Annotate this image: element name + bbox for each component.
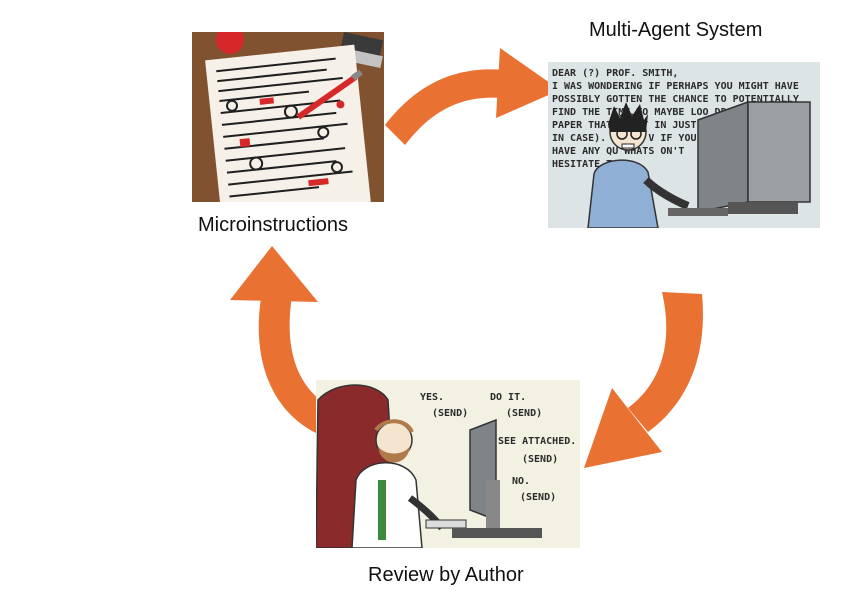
arrow-micro-to-mas	[385, 48, 560, 145]
computer-monitor	[452, 418, 542, 538]
review-by-author-image: YES. (SEND) DO IT. (SEND) SEE ATTACHED. …	[316, 380, 580, 548]
review-line-send-1: (SEND)	[432, 408, 468, 419]
multi-agent-system-label: Multi-Agent System	[589, 19, 763, 41]
review-line-no: NO.	[512, 476, 530, 487]
comic-line-1: DEAR (?) PROF. SMITH,	[552, 68, 678, 79]
worried-student-figure	[587, 102, 690, 228]
comic-line-2: I WAS WONDERING IF PERHAPS YOU MIGHT HAV…	[552, 81, 799, 92]
comic-line-4: FIND THE TIME TO MAYBE LOO DRAFT	[552, 107, 745, 118]
review-line-attached: SEE ATTACHED.	[498, 436, 576, 447]
computer-monitor	[668, 100, 811, 216]
review-line-doit: DO IT.	[490, 392, 526, 403]
comic-line-7: HAVE ANY QU WHATS ON'T	[552, 146, 684, 157]
comic-line-8: HESITATE TO	[552, 159, 618, 170]
arrow-review-to-micro	[230, 246, 332, 434]
comic-line-3: POSSIBLY GOTTEN THE CHANCE TO POTENTIALL…	[552, 94, 799, 105]
microinstructions-label: Microinstructions	[198, 214, 349, 236]
review-line-yes: YES.	[420, 392, 444, 403]
review-line-send-4: (SEND)	[520, 492, 556, 503]
review-line-send-3: (SEND)	[522, 454, 558, 465]
microinstructions-image	[192, 32, 384, 202]
multi-agent-system-image: DEAR (?) PROF. SMITH, I WAS WONDERING IF…	[548, 62, 820, 228]
professor-figure	[351, 419, 467, 548]
review-by-author-label: Review by Author	[368, 564, 524, 586]
review-line-send-2: (SEND)	[506, 408, 542, 419]
arrow-mas-to-review	[584, 292, 703, 468]
